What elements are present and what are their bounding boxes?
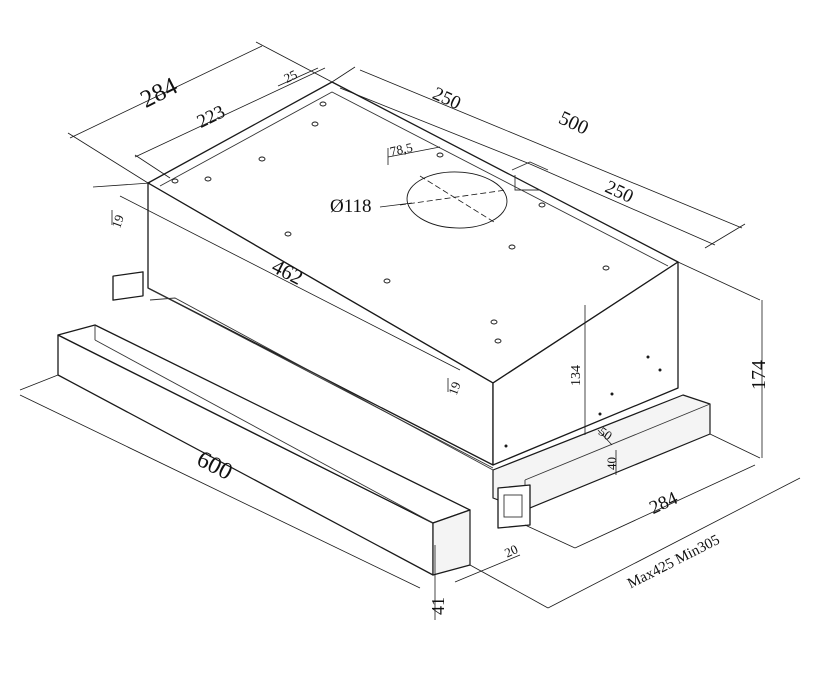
dim-max-min: Max425 Min305 [625,532,722,592]
hood-side-face [492,261,679,466]
dim-250-right: 250 [602,177,637,208]
dimension-lines [19,41,801,620]
dim-19-mid: 19 [445,380,464,397]
dim-diameter-118: Ø118 [330,196,372,217]
dim-78-5: 78,5 [389,140,414,159]
side-screws [504,355,662,448]
dim-174: 174 [748,360,770,390]
dim-20: 20 [502,541,520,560]
dim-41: 41 [428,597,448,615]
dim-284-top: 284 [136,72,182,113]
dim-500: 500 [555,107,591,140]
hood-body [147,81,679,466]
dim-223: 223 [194,101,229,132]
mounting-holes [171,101,610,344]
dim-134: 134 [569,365,584,386]
duct-outlet [399,171,508,229]
dim-40: 40 [604,457,619,470]
dim-250-top: 250 [429,83,464,114]
dim-284-bottom: 284 [646,488,681,519]
slide-out-visor [57,271,711,576]
dim-19-left: 19 [108,213,127,230]
dim-25: 25 [281,67,299,86]
